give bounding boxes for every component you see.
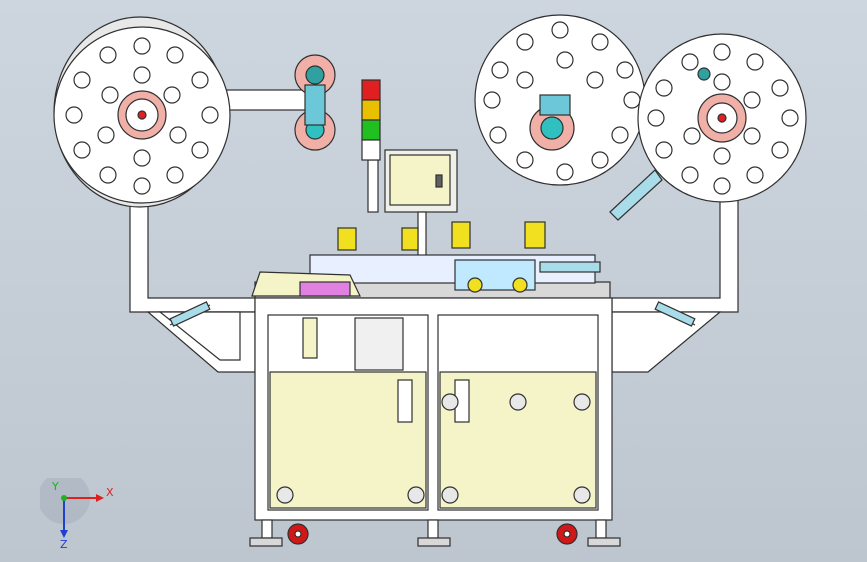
base-cabinet	[249, 297, 621, 547]
workstation-mechanism	[251, 221, 611, 299]
stack-light-green	[361, 119, 381, 141]
left-reel	[53, 16, 231, 208]
casters	[287, 523, 578, 545]
stack-light-red	[361, 79, 381, 101]
middle-roller-bracket	[539, 94, 571, 116]
left-support-frame	[129, 89, 315, 373]
x-axis-label: X	[106, 486, 114, 499]
tension-arm	[609, 169, 663, 221]
z-axis-label: Z	[60, 538, 68, 548]
y-axis-label: Y	[51, 480, 59, 493]
right-reel	[637, 33, 807, 203]
z-axis-head	[60, 530, 68, 538]
y-axis-marker	[61, 495, 67, 501]
stack-light-yellow	[361, 99, 381, 121]
x-axis-head	[96, 494, 104, 502]
stack-light	[361, 79, 381, 213]
left-guide-rollers	[294, 54, 336, 151]
orientation-triad[interactable]: X Y Z	[40, 478, 120, 548]
